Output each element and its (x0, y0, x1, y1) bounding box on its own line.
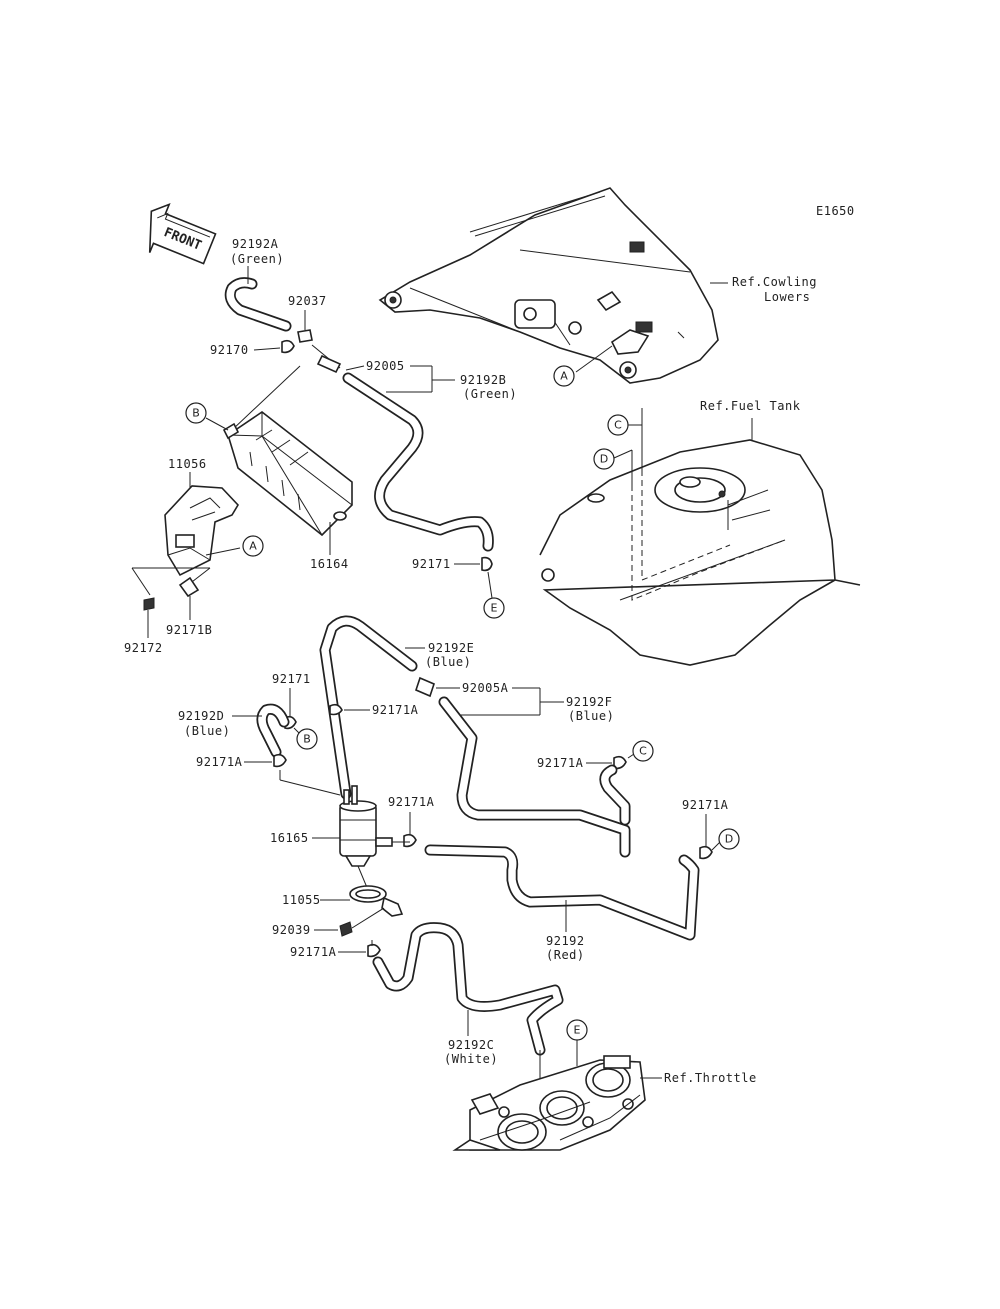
label-92171A-5: 92171A (388, 795, 435, 809)
note-92192B: (Green) (463, 387, 517, 401)
label-16164: 16164 (310, 557, 349, 571)
label-92192E: 92192E (428, 641, 474, 655)
label-92170: 92170 (210, 343, 249, 357)
label-92192A: 92192A (232, 237, 279, 251)
label-92171A-1: 92171A (372, 703, 419, 717)
label-92171B: 92171B (166, 623, 212, 637)
note-92192A: (Green) (230, 252, 284, 266)
svg-text:E: E (491, 602, 498, 615)
ref-throttle: Ref.Throttle (664, 1071, 757, 1085)
svg-text:A: A (249, 540, 257, 553)
front-arrow: FRONT (148, 202, 217, 265)
marker-b-canister: B (185, 402, 207, 424)
label-92192C: 92192C (448, 1038, 494, 1052)
note-92192E: (Blue) (425, 655, 471, 669)
label-92192F: 92192F (566, 695, 612, 709)
label-92192B: 92192B (460, 373, 506, 387)
svg-text:D: D (600, 453, 608, 466)
label-92037: 92037 (288, 294, 327, 308)
label-92171A-3: 92171A (537, 756, 584, 770)
bracket-11056 (164, 485, 239, 577)
marker-e-upper: E (483, 597, 505, 619)
canister-16164 (222, 411, 353, 537)
bracket-11055 (349, 885, 404, 917)
label-16165: 16165 (270, 831, 309, 845)
marker-b-lower: B (296, 728, 318, 750)
label-92171A-6: 92171A (290, 945, 337, 959)
svg-text:B: B (303, 733, 311, 746)
svg-text:B: B (192, 407, 200, 420)
label-92005A: 92005A (462, 681, 509, 695)
ref-cowling-line2: Lowers (764, 290, 810, 304)
label-92005: 92005 (366, 359, 405, 373)
svg-text:C: C (614, 419, 622, 432)
svg-text:C: C (639, 745, 647, 758)
label-92171A-4: 92171A (682, 798, 729, 812)
separator-16165 (339, 785, 393, 867)
label-11055: 11055 (282, 893, 321, 907)
label-11056: 11056 (168, 457, 207, 471)
fuel-tank-drawing (539, 439, 861, 666)
note-92192F: (Blue) (568, 709, 614, 723)
marker-a-cowling: A (553, 365, 575, 387)
marker-c-tank: C (607, 414, 629, 436)
note-92192C: (White) (444, 1052, 498, 1066)
svg-text:A: A (560, 370, 568, 383)
svg-text:D: D (725, 833, 733, 846)
diagram-code: E1650 (816, 204, 855, 218)
throttle-bodies-drawing (452, 1055, 646, 1151)
marker-a-bracket: A (242, 535, 264, 557)
cowling-lowers-drawing (378, 187, 719, 384)
note-92192D: (Blue) (184, 724, 230, 738)
label-92171-top: 92171 (412, 557, 451, 571)
label-92192: 92192 (546, 934, 585, 948)
marker-d-tank: D (593, 448, 615, 470)
marker-c-lower: C (632, 740, 654, 762)
marker-e-lower: E (566, 1019, 588, 1041)
label-92172: 92172 (124, 641, 163, 655)
ref-fuel-tank: Ref.Fuel Tank (700, 399, 801, 413)
label-92039: 92039 (272, 923, 311, 937)
svg-text:E: E (574, 1024, 581, 1037)
label-92171A-2: 92171A (196, 755, 243, 769)
marker-d-lower: D (718, 828, 740, 850)
label-92171-mid: 92171 (272, 672, 311, 686)
note-92192: (Red) (546, 948, 585, 962)
ref-cowling-line1: Ref.Cowling (732, 275, 817, 289)
label-92192D: 92192D (178, 709, 224, 723)
